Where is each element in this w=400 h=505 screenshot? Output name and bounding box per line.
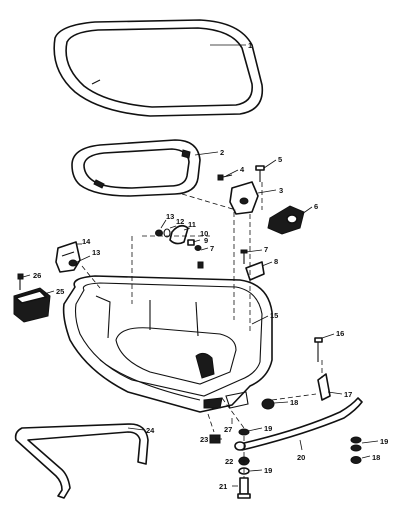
callout-18-upper: 18 [290,398,298,407]
callout-19-upper: 19 [264,424,272,433]
part-13-bushing-lower [68,259,78,267]
callout-27: 27 [224,425,232,434]
part-17-bracket [317,373,331,401]
callout-14: 14 [82,237,91,246]
callout-5: 5 [278,155,282,164]
part-19-washers-right [350,436,362,452]
callout-labels: 1 2 3 4 5 6 7 7 8 9 10 11 12 13 13 14 15… [33,41,388,491]
callout-11: 11 [188,220,196,229]
leader-lines [22,44,379,487]
callout-19-right: 19 [380,437,388,446]
callout-20: 20 [297,453,305,462]
callout-8: 8 [274,257,278,266]
part-24-grab-handle [14,423,149,499]
part-10-nut [187,239,195,246]
callout-2: 2 [220,148,224,157]
callout-19-lower: 19 [264,466,272,475]
callout-7-lower: 7 [264,245,268,254]
callout-21: 21 [219,482,227,491]
part-3-latch-bracket [229,181,259,215]
callout-9: 9 [204,236,208,245]
callout-10: 10 [200,229,208,238]
callout-6: 6 [314,202,318,211]
part-7-screw-upper [197,261,204,269]
part-12-spring [163,228,171,238]
part-9-washer [194,245,202,251]
part-2-seal-frame [71,139,201,197]
part-19-washer-upper [238,428,250,436]
callout-7-upper: 7 [210,244,214,253]
part-11-lever [169,224,189,245]
callout-22: 22 [225,457,233,466]
callout-13-upper: 13 [166,212,174,221]
callout-3: 3 [279,186,283,195]
part-16-screw [314,337,323,362]
callout-13-lower: 13 [92,248,100,257]
callout-16: 16 [336,329,344,338]
part-25-block [13,287,51,323]
part-18-grommet-upper [261,398,275,410]
callout-18-right: 18 [372,453,380,462]
part-4-screw [217,174,233,181]
callout-17: 17 [344,390,352,399]
part-26-screw [17,273,24,290]
part-18-nut-right [350,456,362,464]
callout-1: 1 [248,41,252,50]
callout-25: 25 [56,287,64,296]
callout-24: 24 [146,426,155,435]
part-21-bolt [237,477,251,499]
part-8-clip [245,261,265,281]
alignment-lines [81,182,323,478]
part-6-latch-handle [267,205,305,235]
part-5-screw [255,165,265,182]
part-15-bottom-cowl [62,275,273,413]
part-13-bushing-upper [155,229,163,237]
callout-4: 4 [240,165,245,174]
part-20-tie-rod [234,397,363,451]
callout-15: 15 [270,311,278,320]
part-14-latch-hook [55,241,81,273]
callout-26: 26 [33,271,41,280]
callout-12: 12 [176,217,184,226]
part-1-top-seal [53,19,264,117]
callout-23: 23 [200,435,208,444]
